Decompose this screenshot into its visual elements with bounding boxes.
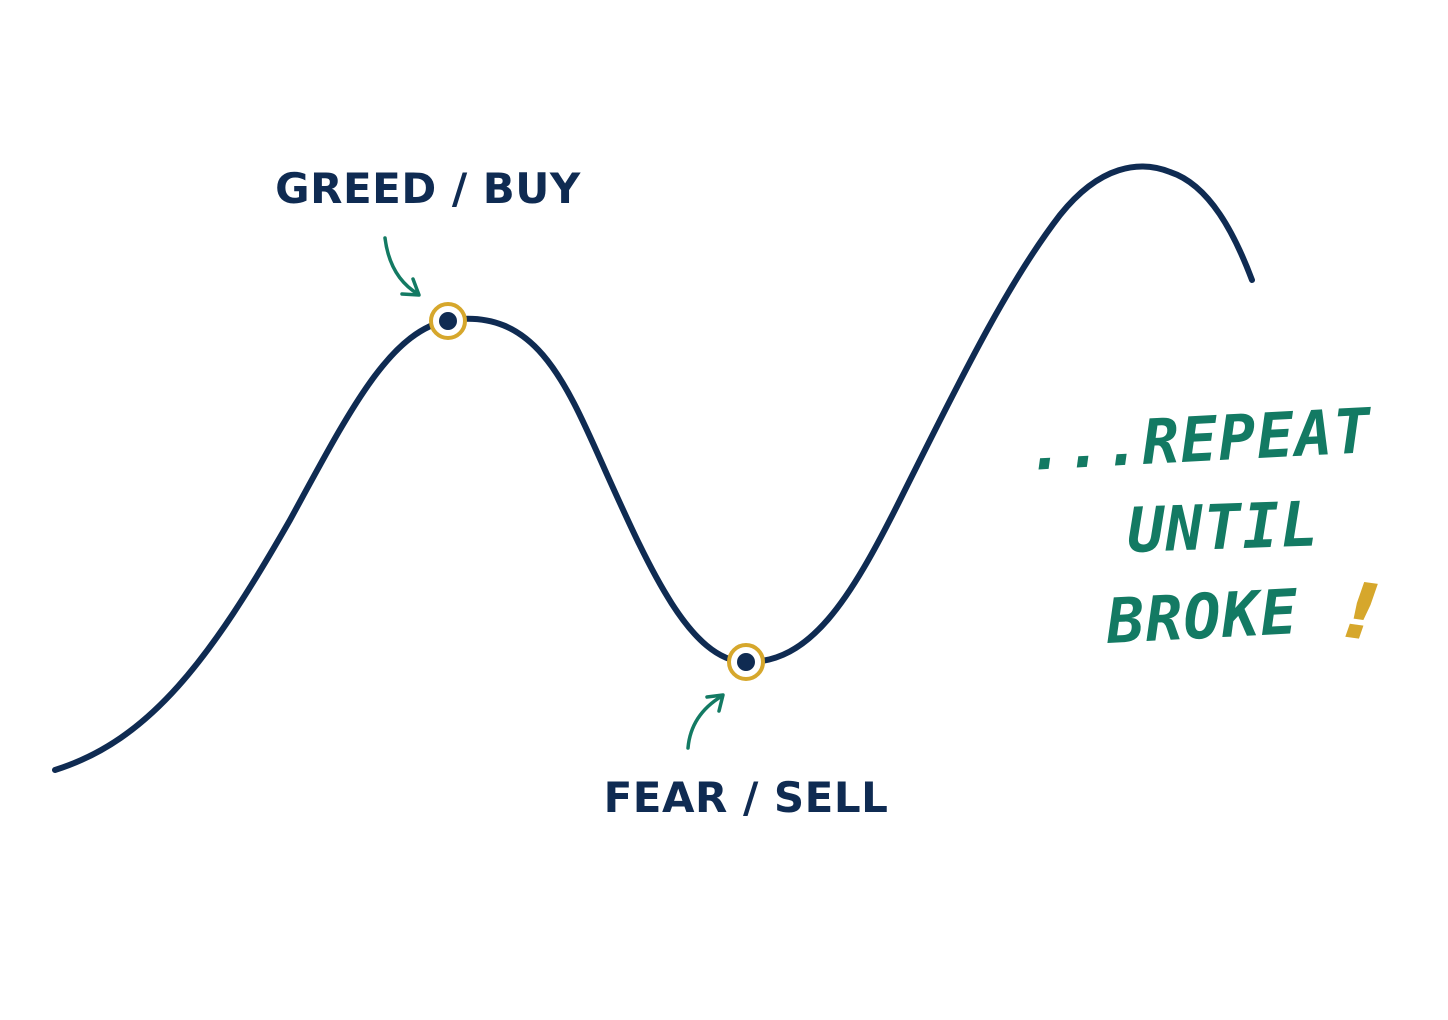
trough-marker-icon — [727, 643, 765, 681]
peak-marker-icon — [429, 302, 467, 340]
note-exclamation: ! — [1337, 566, 1385, 660]
note-line-3: BROKE — [1104, 575, 1300, 658]
trough-arrow-icon — [686, 693, 725, 750]
peak-label: GREED / BUY — [275, 164, 581, 213]
note-line-1: ...REPEAT — [1025, 394, 1374, 485]
note-line-2: UNTIL — [1126, 487, 1320, 567]
trough-label: FEAR / SELL — [604, 773, 889, 822]
market-cycle-curve — [52, 163, 1255, 773]
peak-arrow-icon — [383, 236, 421, 297]
